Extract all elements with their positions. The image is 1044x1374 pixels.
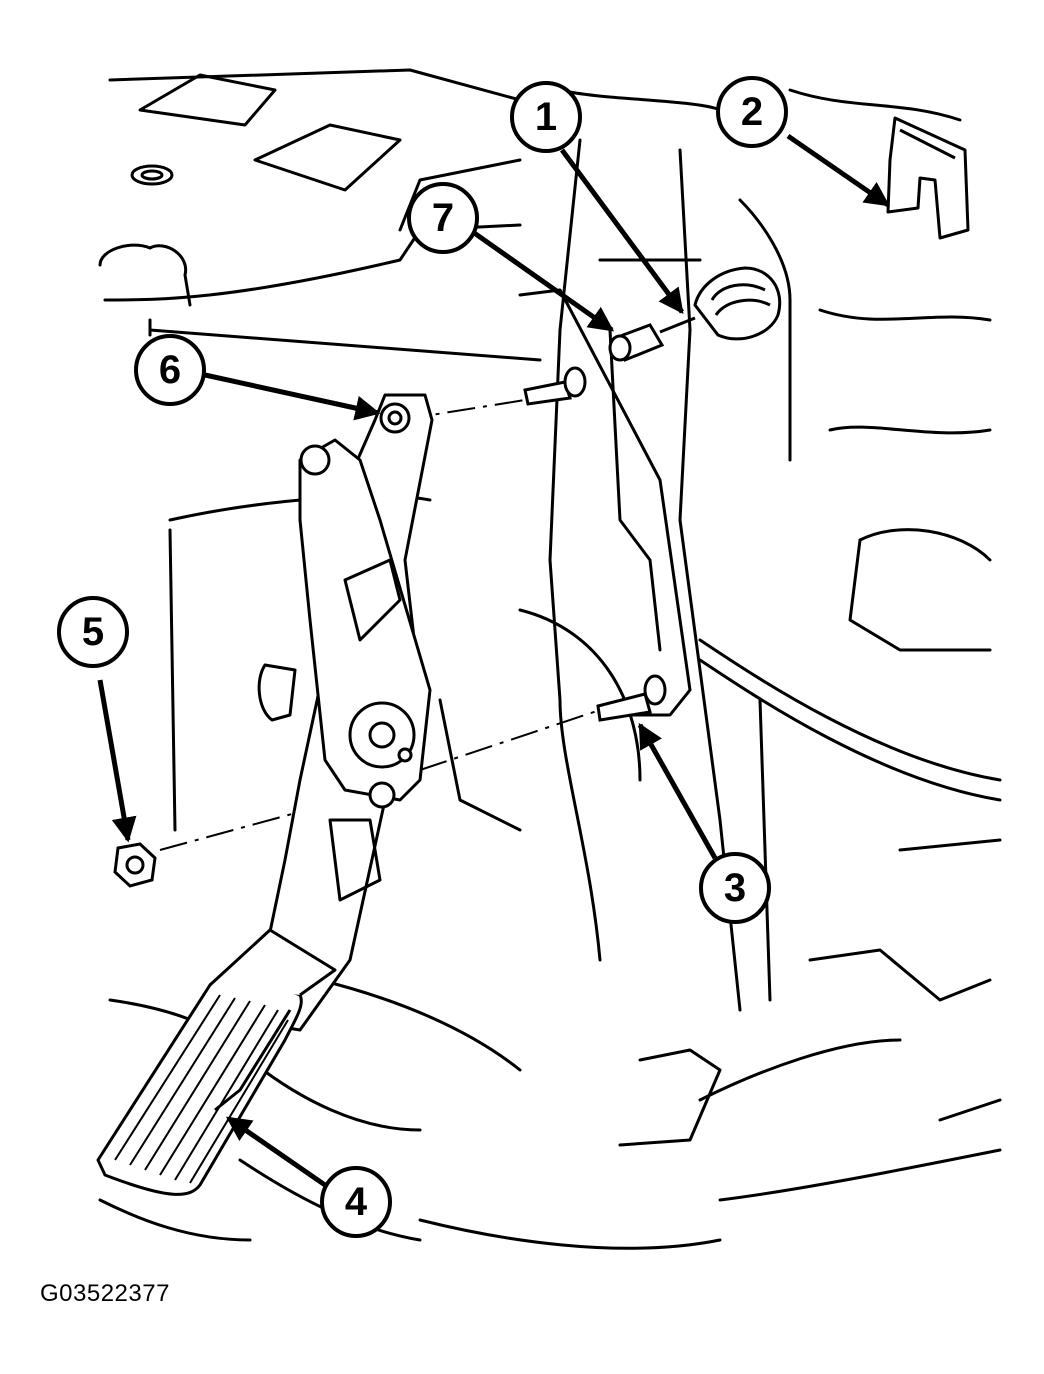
lower-mounting-stud bbox=[596, 674, 667, 722]
cable-end-fitting bbox=[608, 316, 696, 362]
callout-7-label: 7 bbox=[432, 196, 454, 240]
callout-3-label: 3 bbox=[724, 866, 746, 910]
callout-1-label: 1 bbox=[535, 95, 557, 139]
retaining-clip bbox=[886, 116, 970, 240]
callout-5: 5 bbox=[57, 596, 129, 668]
callout-2-label: 2 bbox=[741, 90, 763, 134]
accelerator-pedal-assembly bbox=[257, 393, 434, 1032]
pedal-pad bbox=[96, 928, 337, 1196]
callout-leaders bbox=[97, 133, 891, 1188]
cable-grommet bbox=[693, 266, 782, 341]
callout-2: 2 bbox=[716, 76, 788, 148]
callout-6: 6 bbox=[134, 334, 206, 406]
callout-6-label: 6 bbox=[159, 348, 181, 392]
vehicle-structure bbox=[98, 68, 1002, 1250]
callout-3: 3 bbox=[699, 852, 771, 924]
upper-mounting-stud bbox=[523, 366, 587, 406]
callout-1: 1 bbox=[510, 81, 582, 153]
callout-7: 7 bbox=[407, 182, 479, 254]
figure-reference-code: G03522377 bbox=[40, 1280, 170, 1307]
mounting-nut bbox=[113, 842, 157, 888]
callout-4-label: 4 bbox=[345, 1180, 368, 1224]
callout-5-label: 5 bbox=[82, 610, 104, 654]
callout-4: 4 bbox=[320, 1166, 392, 1238]
